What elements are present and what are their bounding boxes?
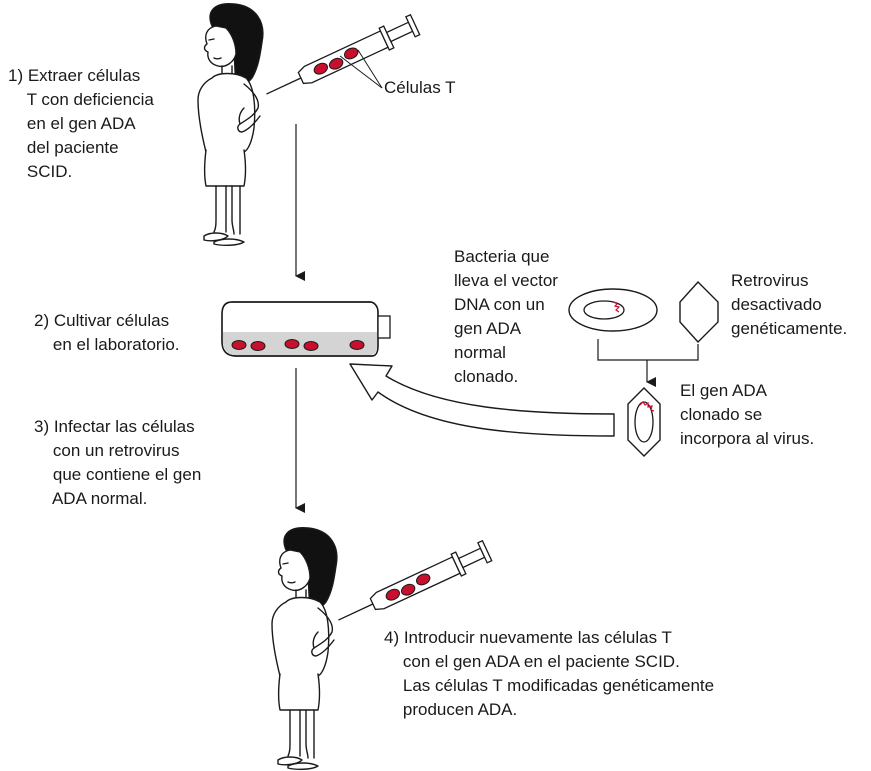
t-cells-leader-2 xyxy=(357,49,383,89)
cloned-gene-label: El gen ADA clonado se incorpora al virus… xyxy=(680,381,815,448)
syringe-bottom-cells xyxy=(385,573,431,601)
recombinant-virus xyxy=(627,387,661,457)
retrovirus-hexagon xyxy=(679,280,719,344)
flask-cells xyxy=(231,339,365,351)
step1-label: 1) Extraer células T con deficiencia en … xyxy=(8,66,154,181)
retrovirus-label: Retrovirus desactivado genéticamente. xyxy=(731,271,848,338)
patient-figure-bottom xyxy=(271,527,338,771)
syringe-top-cells xyxy=(313,47,359,75)
bacteria-label: Bacteria que lleva el vector DNA con un … xyxy=(454,247,558,386)
syringe-bottom xyxy=(338,539,493,621)
culture-flask xyxy=(221,301,391,357)
combine-bracket xyxy=(597,339,699,387)
step4-label: 4) Introducir nuevamente las células T c… xyxy=(384,628,715,719)
bacteria-with-plasmid xyxy=(568,288,658,332)
patient-figure-top xyxy=(197,3,264,247)
t-cells-label: Células T xyxy=(384,78,456,97)
curved-infection-arrow xyxy=(349,363,615,437)
step2-label: 2) Cultivar células en el laboratorio. xyxy=(34,311,180,354)
t-cells-leader-1 xyxy=(339,55,383,89)
step3-label: 3) Infectar las células con un retroviru… xyxy=(34,417,202,508)
syringe-top xyxy=(266,13,421,95)
